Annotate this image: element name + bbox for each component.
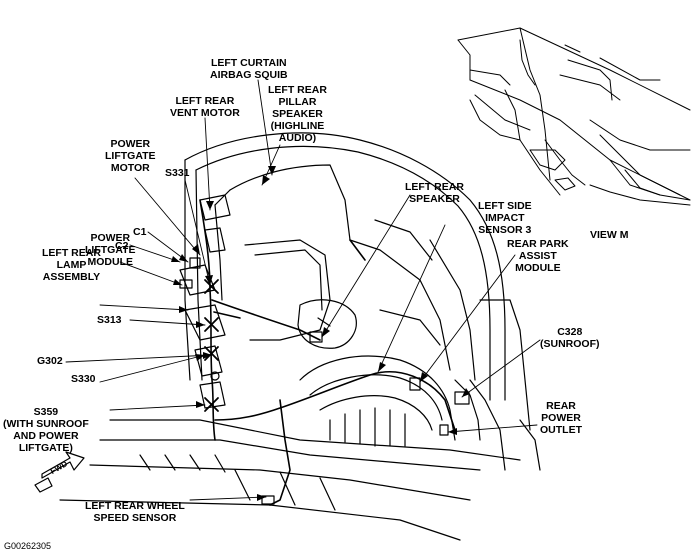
label-left-rear-vent-motor: LEFT REAR VENT MOTOR bbox=[170, 95, 240, 119]
label-left-rear-lamp-assembly: LEFT REAR LAMP ASSEMBLY bbox=[42, 247, 101, 283]
leader-arrowheads bbox=[171, 166, 470, 501]
view-m-inset bbox=[457, 27, 691, 206]
splice-markers bbox=[204, 279, 219, 412]
label-left-rear-speaker: LEFT REAR SPEAKER bbox=[405, 181, 464, 205]
leader-lines bbox=[65, 79, 541, 501]
label-s331: S331 bbox=[165, 167, 190, 179]
label-c328-sunroof: C328 (SUNROOF) bbox=[540, 326, 600, 350]
label-c1: C1 bbox=[133, 226, 147, 238]
label-left-rear-pillar-speaker: LEFT REAR PILLAR SPEAKER (HIGHLINE AUDIO… bbox=[268, 84, 327, 144]
label-c2: C2 bbox=[115, 240, 129, 252]
label-s330: S330 bbox=[71, 373, 96, 385]
label-rear-park-assist-module: REAR PARK ASSIST MODULE bbox=[507, 238, 569, 274]
label-left-curtain-airbag-squib: LEFT CURTAIN AIRBAG SQUIB bbox=[210, 57, 288, 81]
wiring-harness bbox=[199, 199, 456, 506]
label-rear-power-outlet: REAR POWER OUTLET bbox=[540, 400, 582, 436]
label-s313: S313 bbox=[97, 314, 122, 326]
label-power-liftgate-motor: POWER LIFTGATE MOTOR bbox=[105, 138, 156, 174]
label-g302: G302 bbox=[37, 355, 63, 367]
label-s359: S359 (WITH SUNROOF AND POWER LIFTGATE) bbox=[3, 406, 89, 454]
label-left-side-impact-sensor-3: LEFT SIDE IMPACT SENSOR 3 bbox=[478, 200, 532, 236]
figure-id: G00262305 bbox=[4, 541, 52, 551]
forward-direction-arrow bbox=[34, 451, 85, 493]
connectors bbox=[179, 257, 470, 505]
label-view-m: VIEW M bbox=[590, 229, 629, 241]
label-power-liftgate-module: POWER LIFTGATE MODULE bbox=[85, 232, 136, 268]
label-left-rear-wheel-speed-sensor: LEFT REAR WHEEL SPEED SENSOR bbox=[85, 500, 185, 524]
body-structure bbox=[59, 132, 541, 541]
